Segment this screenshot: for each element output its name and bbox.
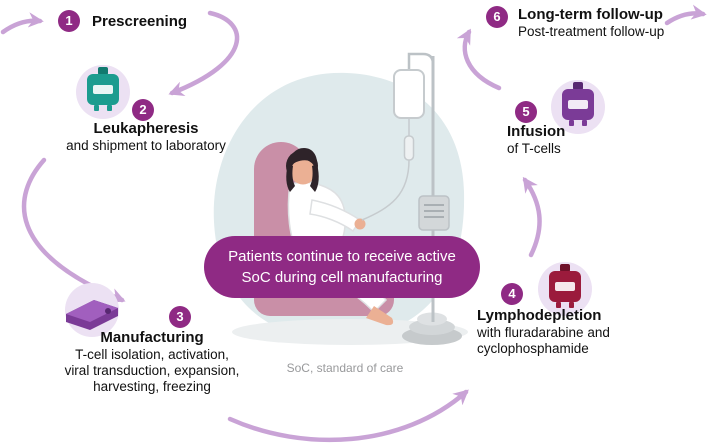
patient-illustration [213,52,468,345]
iv-stand [393,52,450,322]
step-4-subtitle-line-1: with fluradarabine and [477,325,610,340]
arrow-into-prescreening [0,12,44,35]
stone-stack [402,312,462,345]
step-3-subtitle-line-2: viral transduction, expansion, [64,363,240,378]
soc-banner: Patients continue to receive active SoC … [204,236,480,298]
footnote: SoC, standard of care [286,361,404,375]
step-3-subtitle-line-3: harvesting, freezing [93,379,211,394]
step-4-number-badge: 4 [501,283,523,305]
step-5-subtitle: of T-cells [507,141,561,156]
soc-banner-line-2: SoC during cell manufacturing [241,269,443,286]
soc-banner-line-1: Patients continue to receive active [228,248,456,265]
step-6-subtitle: Post-treatment follow-up [518,24,665,39]
step-3-title: Manufacturing [100,329,204,346]
step-6-title: Long-term follow-up [518,6,663,23]
step-4-text: Lymphodepletion with fluradarabine and c… [477,306,672,357]
patient-feet [366,306,394,326]
step-1-number-badge: 1 [58,10,80,32]
iv-bag-icon [393,69,425,119]
patient-hair-right [310,164,319,192]
step-4-title: Lymphodepletion [477,307,602,324]
arrow-leukapheresis-to-manufacturing [21,157,126,303]
step-3-text: Manufacturing T-cell isolation, activati… [38,328,266,395]
infusion-pump [418,195,450,231]
lymphodepletion-blood-bag-icon [538,262,592,316]
patient-hand [354,218,366,230]
arrow-out-of-followup [664,4,707,26]
patient-hair-left [286,164,295,192]
patient-hair-front [289,148,318,168]
step-6-text: Long-term follow-up Post-treatment follo… [518,5,703,40]
step-6-number-badge: 6 [486,6,508,28]
step-3-subtitle-line-1: T-cell isolation, activation, [75,347,229,362]
step-2-text: Leukapheresis and shipment to laboratory [26,119,266,154]
step-3-number-badge: 3 [169,306,191,328]
arrow-prescreening-to-leukapheresis [168,10,240,96]
leukapheresis-blood-bag-icon [76,65,130,119]
step-4-subtitle-line-2: cyclophosphamide [477,341,589,356]
step-1-title: Prescreening [92,13,188,30]
patient-arm [309,199,362,233]
step-2-title: Leukapheresis [93,120,199,137]
step-5-text: Infusion of T-cells [507,122,667,157]
arrow-manufacturing-to-lymphodepletion [227,389,469,443]
iv-tube [361,159,410,221]
step-2-subtitle: and shipment to laboratory [66,138,226,153]
infusion-blood-bag-icon [551,80,605,134]
drip-chamber [403,135,415,161]
arrow-infusion-to-followup [456,28,502,91]
step-5-title: Infusion [507,123,566,140]
manufacturing-bioreactor-icon [65,283,119,337]
arrow-lymphodepletion-to-infusion [522,176,542,258]
step-2-number-badge: 2 [132,99,154,121]
flow-arrows [0,4,707,443]
patient-face [290,159,316,185]
step-5-number-badge: 5 [515,101,537,123]
